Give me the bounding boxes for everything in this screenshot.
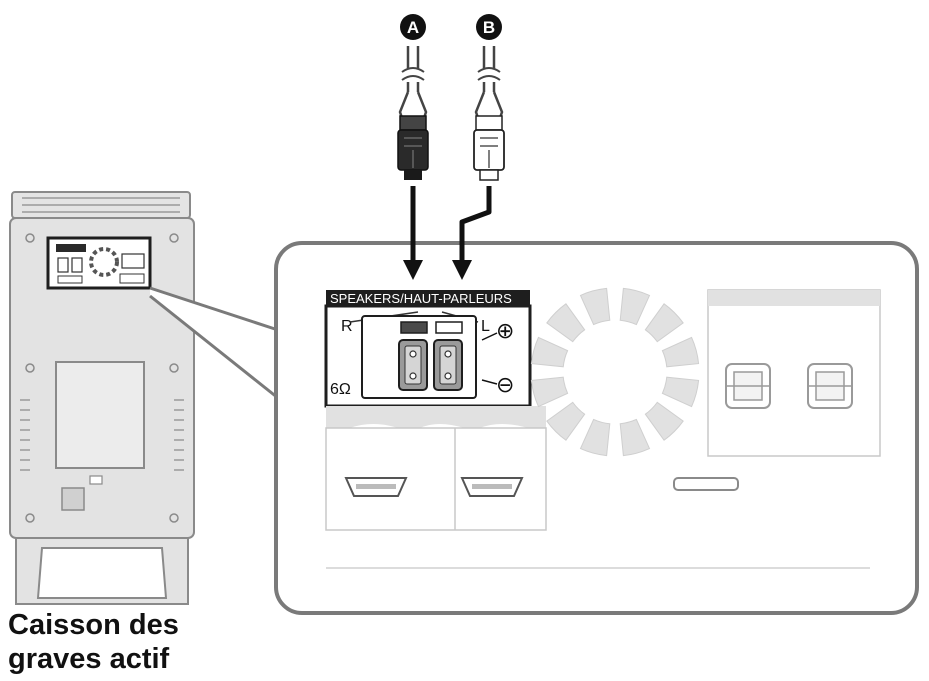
- fan-vent-segment: [530, 376, 569, 408]
- fan-vent-segment: [644, 401, 684, 441]
- hdmi-panel-top: [326, 406, 546, 428]
- plug-a-letter: A: [407, 18, 419, 37]
- fan-vent-ring: [530, 287, 700, 457]
- fan-vent-segment: [661, 376, 700, 408]
- fan-vent-segment: [530, 336, 569, 368]
- optical-port-1[interactable]: [725, 363, 771, 409]
- left-channel-label: L: [481, 318, 490, 335]
- right-channel-label: R: [341, 318, 353, 335]
- fan-vent-segment: [546, 303, 586, 343]
- mini-fan-icon: [89, 247, 119, 277]
- subwoofer-rear-recess: [55, 361, 145, 469]
- fan-vent-segment: [661, 336, 700, 368]
- side-vents: [20, 399, 184, 471]
- screw-icon: [25, 513, 35, 523]
- subwoofer-jack: [61, 487, 85, 511]
- zoom-wedge-fill: [150, 288, 278, 398]
- fan-vent-segment: [546, 401, 586, 441]
- speakers-label-bar: [326, 290, 530, 306]
- left-terminal-color-tab: [435, 321, 463, 334]
- fan-vent-segment: [619, 287, 651, 326]
- caption-line-2: graves actif: [8, 643, 170, 675]
- plug-b-letter: B: [483, 18, 495, 37]
- right-module-header: [708, 290, 880, 306]
- arrow-b-line: [459, 186, 492, 262]
- screw-icon: [169, 233, 179, 243]
- plug-b-marker: [476, 14, 502, 40]
- plug-b-collar: [475, 115, 503, 131]
- caption-line-1: Caisson des: [8, 609, 179, 641]
- subwoofer-caption: Caisson des graves actif: [8, 608, 268, 676]
- positive-symbol: ⊕: [496, 318, 514, 343]
- grille-slots: [22, 197, 180, 213]
- plug-a-marker: [400, 14, 426, 40]
- optical-port-2[interactable]: [807, 363, 853, 409]
- usb-slot[interactable]: [673, 477, 739, 491]
- impedance-label: 6Ω: [330, 381, 351, 398]
- screw-icon: [25, 233, 35, 243]
- screw-icon: [25, 363, 35, 373]
- arrow-b-head: [452, 260, 472, 280]
- arrow-a-head: [403, 260, 423, 280]
- screw-icon: [169, 513, 179, 523]
- fan-vent-segment: [579, 418, 611, 457]
- rear-panel-zoom: SPEAKERS/HAUT-PARLEURS R L ⊕ ⊖ 6Ω: [274, 241, 919, 615]
- subwoofer-unit: [9, 191, 195, 605]
- fan-vent-segment: [579, 287, 611, 326]
- cable-a: A: [397, 14, 429, 280]
- zoom-line-top: [149, 286, 279, 332]
- fan-vent-segment: [619, 418, 651, 457]
- right-terminal-color-tab: [400, 321, 428, 334]
- screw-icon: [169, 363, 179, 373]
- zoom-line-bottom: [149, 294, 279, 400]
- negative-symbol: ⊖: [496, 372, 514, 397]
- plug-a-collar: [399, 115, 427, 131]
- cable-b: B: [452, 14, 505, 280]
- speakers-label: SPEAKERS/HAUT-PARLEURS: [330, 291, 512, 306]
- fan-vent-segment: [644, 303, 684, 343]
- mini-label-bar: [56, 244, 86, 252]
